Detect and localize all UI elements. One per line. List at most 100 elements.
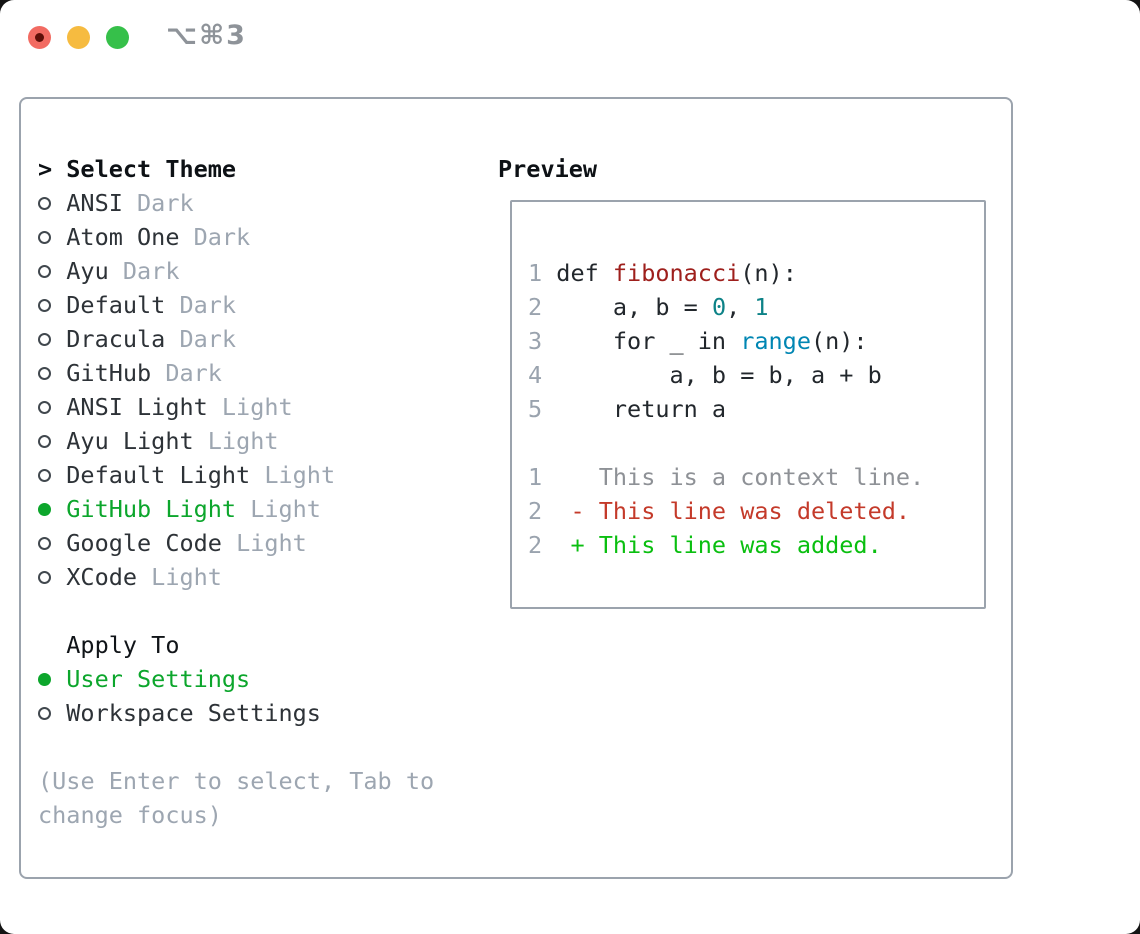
code-line: 1 This is a context line. [528, 460, 978, 494]
code-segment-code: (n): [740, 259, 797, 287]
titlebar: ⌥⌘3 [0, 0, 1140, 74]
help-text-line: (Use Enter to select, Tab to [38, 764, 434, 798]
radio-selected-icon [38, 502, 66, 516]
theme-list-header: > Select Theme [38, 152, 434, 186]
code-segment-ctx: This is a context line. [542, 463, 925, 491]
theme-variant-label: Light [193, 427, 279, 455]
theme-option-label: Default Light [66, 461, 251, 489]
radio-unselected-icon [38, 196, 66, 210]
code-segment-ln: 5 [528, 395, 543, 423]
code-segment-code: a, b = [542, 293, 712, 321]
theme-option-xcode[interactable]: XCode Light [38, 560, 434, 594]
theme-option-dracula[interactable]: Dracula Dark [38, 322, 434, 356]
minimize-button[interactable] [67, 26, 90, 49]
code-segment-code [542, 531, 570, 559]
apply-option-label: Workspace Settings [66, 699, 321, 727]
spacer [38, 594, 434, 628]
apply-option-user-settings[interactable]: User Settings [38, 662, 434, 696]
theme-variant-label: Dark [122, 189, 194, 217]
theme-variant-label: Light [250, 461, 336, 489]
help-text: change focus) [38, 801, 222, 829]
theme-option-label: GitHub Light [66, 495, 237, 523]
code-segment-del: - This line was deleted. [570, 497, 911, 525]
theme-option-ansi[interactable]: ANSI Dark [38, 186, 434, 220]
close-button[interactable] [28, 26, 51, 49]
code-segment-code: return a [542, 395, 727, 423]
code-segment-ln: 2 [528, 293, 543, 321]
help-text: (Use Enter to select, Tab to [38, 767, 435, 795]
theme-option-google-code[interactable]: Google Code Light [38, 526, 434, 560]
code-line: 2 - This line was deleted. [528, 494, 978, 528]
code-segment-code [542, 497, 570, 525]
prompt-icon: > [38, 155, 53, 183]
radio-unselected-icon [38, 468, 66, 482]
code-line: 5 return a [528, 392, 978, 426]
theme-option-label: Dracula [66, 325, 166, 353]
theme-option-label: Google Code [66, 529, 222, 557]
theme-option-label: Ayu Light [66, 427, 194, 455]
theme-option-default[interactable]: Default Dark [38, 288, 434, 322]
theme-option-atom-one[interactable]: Atom One Dark [38, 220, 434, 254]
window-title: ⌥⌘3 [166, 20, 247, 51]
radio-selected-icon [38, 672, 66, 686]
code-segment-ln: 4 [528, 361, 543, 389]
code-line [528, 222, 978, 256]
radio-unselected-icon [38, 706, 66, 720]
theme-variant-label: Light [207, 393, 293, 421]
code-segment-ln: 1 [528, 463, 543, 491]
zoom-button[interactable] [106, 26, 129, 49]
theme-option-default-light[interactable]: Default Light Light [38, 458, 434, 492]
theme-option-ansi-light[interactable]: ANSI Light Light [38, 390, 434, 424]
help-text-line: change focus) [38, 798, 434, 832]
theme-option-label: Atom One [66, 223, 180, 251]
theme-option-label: ANSI [66, 189, 123, 217]
theme-option-label: GitHub [66, 359, 152, 387]
apply-option-workspace-settings[interactable]: Workspace Settings [38, 696, 434, 730]
code-segment-func: fibonacci [612, 259, 741, 287]
theme-variant-label: Light [137, 563, 222, 591]
code-segment-code: , [726, 293, 755, 321]
apply-to-header: Apply To [38, 628, 434, 662]
theme-option-github-light[interactable]: GitHub Light Light [38, 492, 434, 526]
radio-unselected-icon [38, 570, 66, 584]
code-segment-code: for _ in [542, 327, 741, 355]
theme-variant-label: Light [221, 529, 307, 557]
code-segment-add: + This line was added. [570, 531, 882, 559]
theme-variant-label: Dark [108, 257, 180, 285]
theme-option-ayu-light[interactable]: Ayu Light Light [38, 424, 434, 458]
theme-variant-label: Dark [151, 359, 222, 387]
radio-unselected-icon [38, 366, 66, 380]
radio-unselected-icon [38, 332, 66, 346]
theme-list-header-label: Select Theme [66, 155, 237, 183]
theme-option-label: Default [66, 291, 166, 319]
code-line [528, 426, 978, 460]
code-segment-ln: 2 [528, 497, 543, 525]
code-segment-ln: 3 [528, 327, 543, 355]
theme-option-github[interactable]: GitHub Dark [38, 356, 434, 390]
code-segment-num: 1 [754, 293, 769, 321]
theme-variant-label: Dark [165, 291, 237, 319]
code-segment-code: def [542, 259, 613, 287]
theme-option-label: XCode [66, 563, 138, 591]
preview-title: Preview [498, 155, 598, 183]
radio-unselected-icon [38, 230, 66, 244]
close-dot-icon [35, 33, 44, 42]
code-segment-code: a, b = b, a + b [542, 361, 882, 389]
theme-variant-label: Light [236, 495, 321, 523]
radio-unselected-icon [38, 264, 66, 278]
code-segment-ln: 2 [528, 531, 543, 559]
theme-variant-label: Dark [165, 325, 237, 353]
radio-unselected-icon [38, 536, 66, 550]
theme-option-label: ANSI Light [66, 393, 208, 421]
code-segment-builtin: range [740, 327, 811, 355]
theme-variant-label: Dark [179, 223, 251, 251]
theme-option-ayu[interactable]: Ayu Dark [38, 254, 434, 288]
spacer [38, 730, 434, 764]
radio-unselected-icon [38, 400, 66, 414]
code-segment-code: (n): [810, 327, 868, 355]
code-line: 1 def fibonacci(n): [528, 256, 978, 290]
